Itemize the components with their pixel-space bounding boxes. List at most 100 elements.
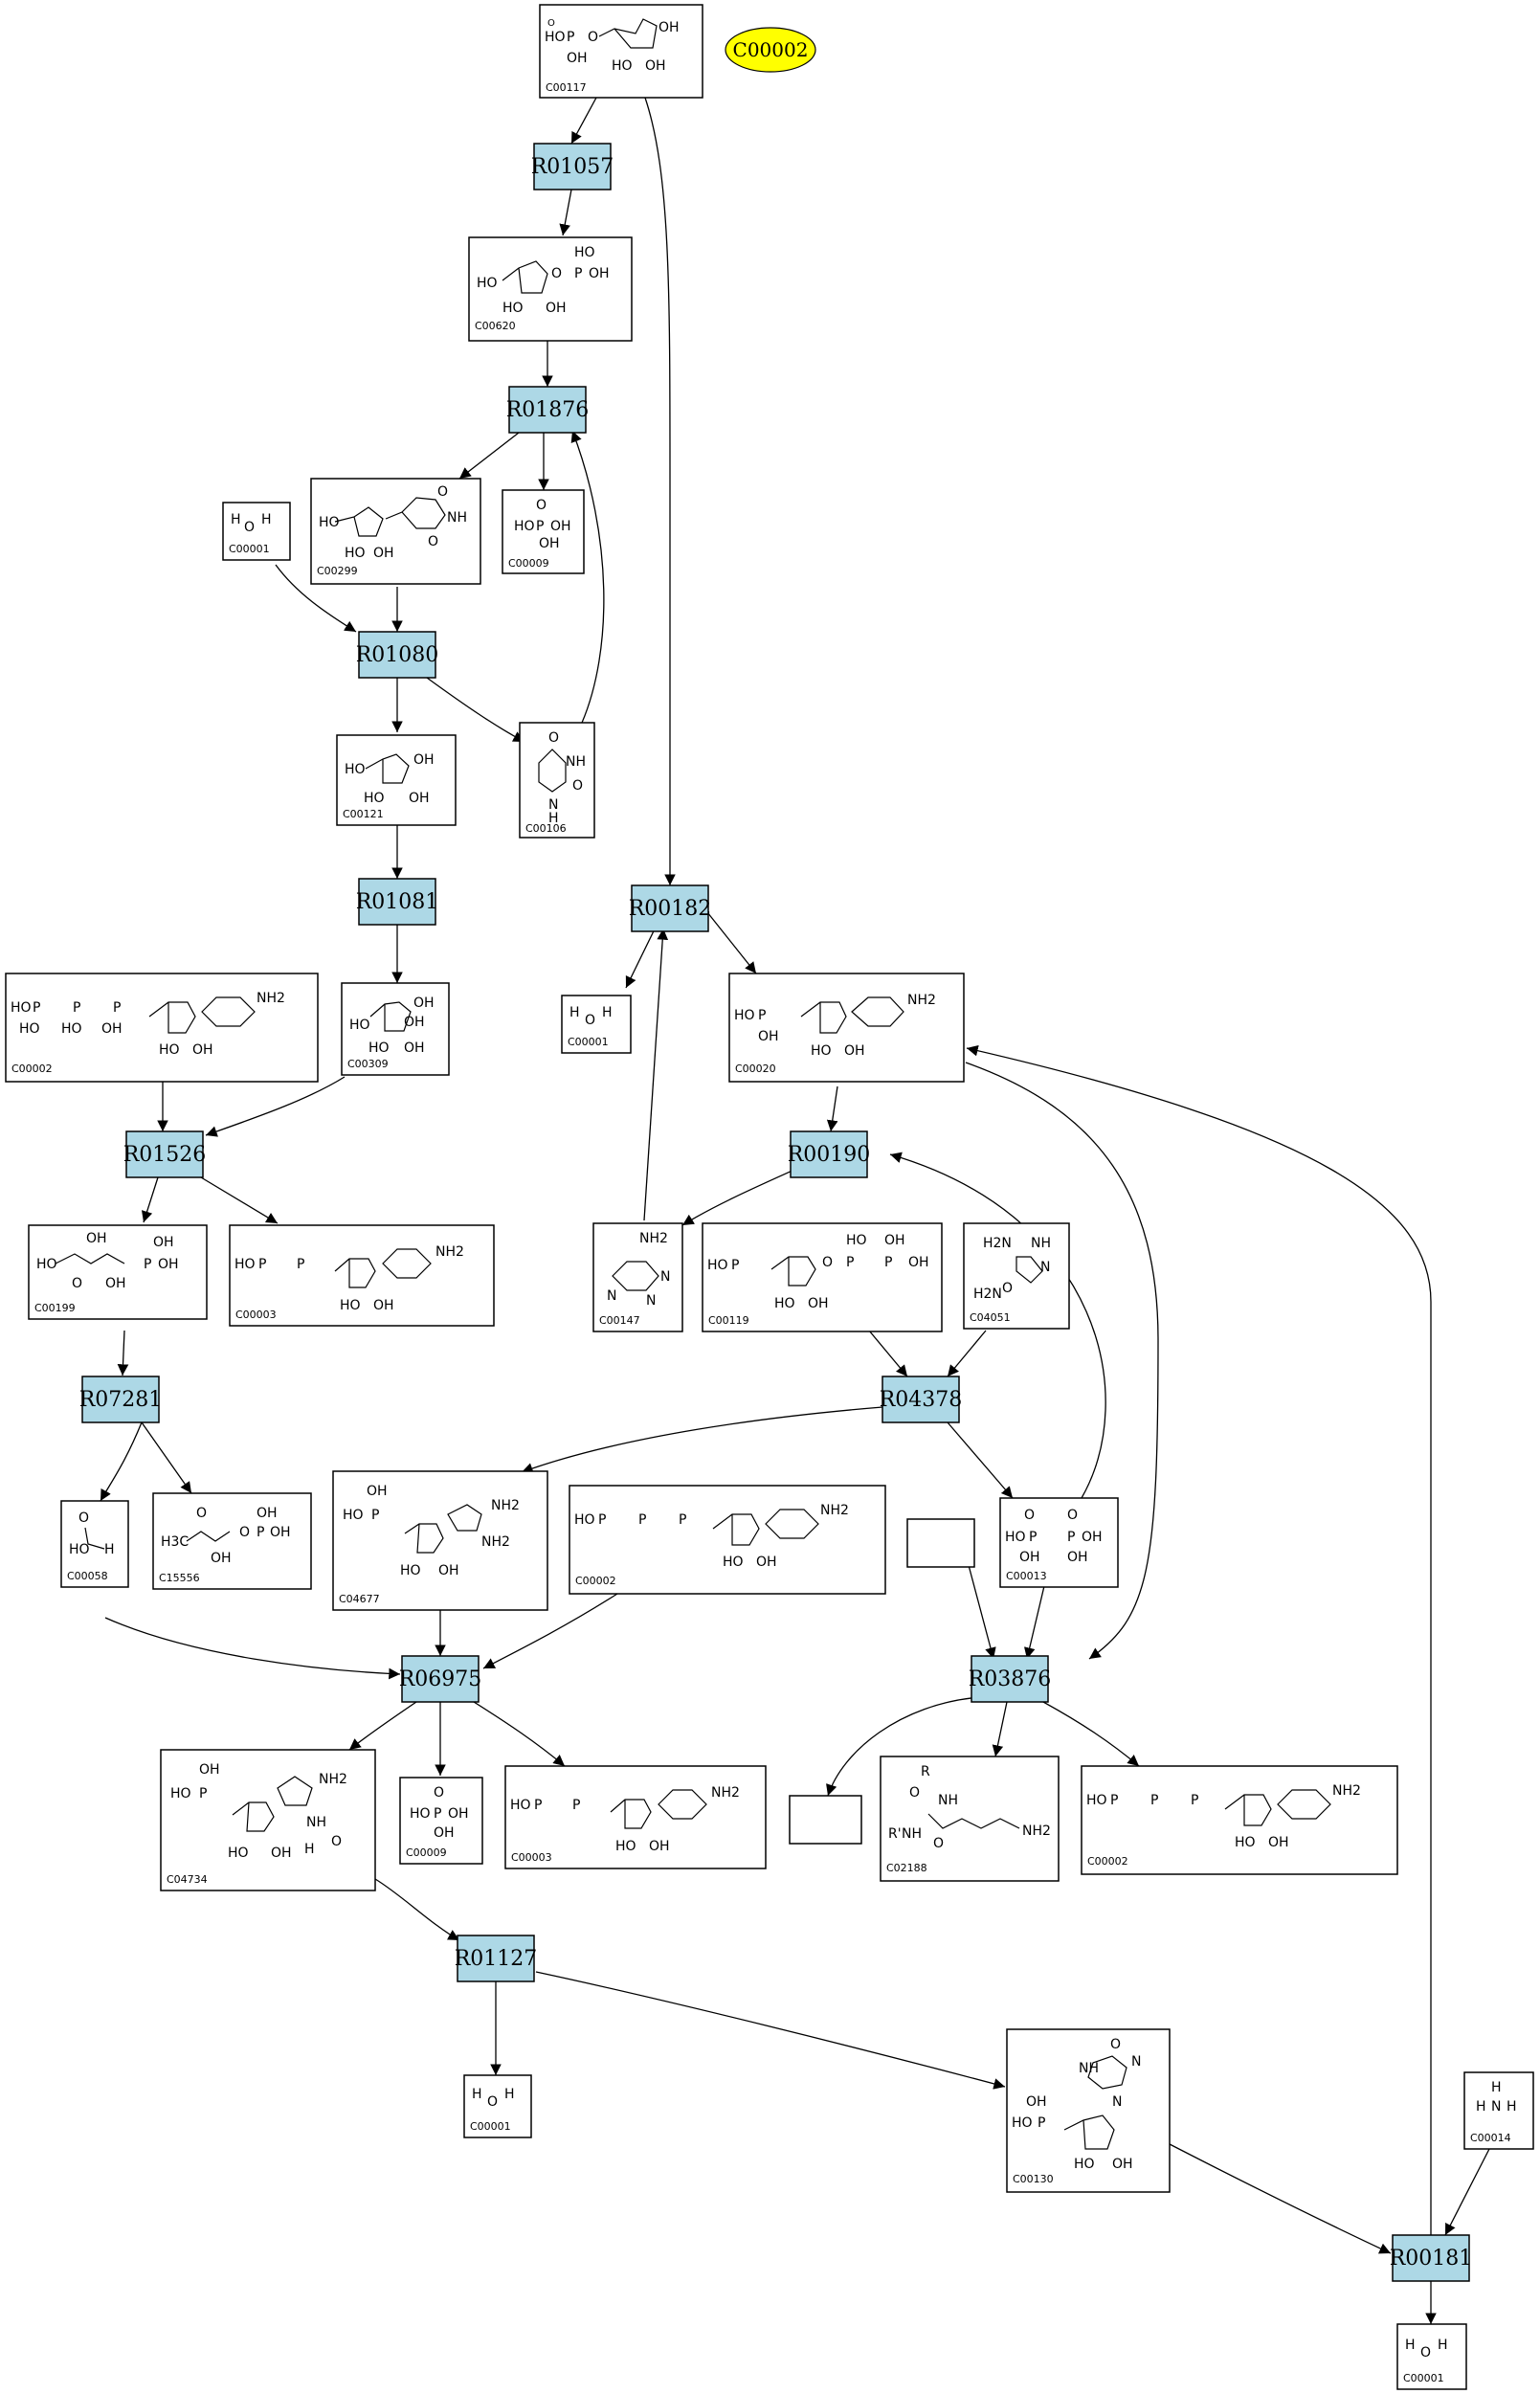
svg-text:H: H [1476, 2099, 1486, 2114]
reaction-R06975[interactable]: R06975 [399, 1655, 482, 1703]
compound-C00002[interactable]: HO P P P HO HO OH NH2 HO OH C00002 [5, 973, 319, 1083]
svg-text:H: H [569, 1005, 580, 1020]
svg-text:HO: HO [477, 276, 498, 291]
reaction-R01081[interactable]: R01081 [356, 878, 439, 926]
compound-id: C00013 [1006, 1570, 1047, 1582]
svg-text:P: P [434, 1806, 441, 1822]
svg-text:NH: NH [1079, 2061, 1099, 2076]
compound-C04677[interactable]: OH HO P NH2 NH2 HO OH C04677 [332, 1470, 548, 1611]
compound-C00002[interactable]: HO P P P NH2 HO OH C00002 [569, 1485, 886, 1595]
empty-compound[interactable] [789, 1795, 862, 1845]
edge [826, 1085, 838, 1132]
svg-text:O: O [331, 1834, 342, 1849]
empty-compound[interactable] [906, 1518, 975, 1568]
svg-text:OH: OH [658, 20, 680, 35]
svg-text:HO: HO [774, 1296, 795, 1311]
reaction-R00181[interactable]: R00181 [1390, 2234, 1473, 2282]
reaction-R07281[interactable]: R07281 [79, 1376, 163, 1423]
highlight-label: C00002 [733, 38, 809, 61]
compound-C02188[interactable]: R O NH NH2 R' NH O C02188 [880, 1756, 1060, 1882]
reaction-R01876[interactable]: R01876 [506, 386, 590, 434]
svg-text:OH: OH [158, 1257, 179, 1272]
svg-text:OH: OH [567, 51, 588, 66]
compound-C00121[interactable]: HO OH HO OH C00121 [336, 734, 457, 826]
reaction-R00190[interactable]: R00190 [788, 1130, 871, 1178]
structure: H O H [472, 2087, 515, 2110]
svg-text:HO: HO [349, 1018, 370, 1033]
compound-C04051[interactable]: H2N NH N O H2N C04051 [963, 1222, 1070, 1330]
compound-C00058[interactable]: O HO H C00058 [60, 1500, 129, 1588]
compound-C00003[interactable]: HO P P NH2 HO OH C00003 [504, 1765, 767, 1869]
structure: H2N NH N O H2N [973, 1236, 1051, 1302]
edge [348, 1701, 417, 1751]
compound-C00003[interactable]: HO P P NH2 HO OH C00003 [229, 1224, 495, 1327]
reaction-R00182[interactable]: R00182 [629, 884, 712, 932]
compound-C00001[interactable]: H O H C00001 [463, 2074, 532, 2138]
svg-text:OH: OH [153, 1235, 174, 1250]
svg-text:HO: HO [734, 1008, 755, 1023]
compound-C00020[interactable]: HO P OH NH2 HO OH C00020 [728, 973, 965, 1083]
svg-text:HO: HO [170, 1786, 191, 1801]
svg-text:H: H [504, 2087, 515, 2102]
svg-text:OH: OH [1026, 2094, 1047, 2110]
svg-text:OH: OH [649, 1839, 670, 1854]
compound-C00106[interactable]: O NH O N H C00106 [519, 722, 595, 839]
svg-text:OH: OH [645, 58, 666, 74]
edge [570, 430, 605, 724]
structure: O HO P OH O OH HO OH [545, 18, 680, 74]
compound-id: C00147 [599, 1314, 640, 1327]
svg-text:HO: HO [502, 301, 524, 316]
svg-text:P: P [73, 1000, 80, 1016]
compound-C00009[interactable]: O HO P OH OH C00009 [399, 1777, 483, 1865]
compound-C00620[interactable]: HO P OH O HO HO OH C00620 [468, 236, 633, 342]
structure: H O H [569, 1005, 613, 1028]
compound-C00309[interactable]: OH OH HO HO OH C00309 [341, 982, 450, 1076]
compound-id: C00001 [229, 543, 270, 555]
compound-C00001[interactable]: H O H C00001 [222, 502, 291, 561]
svg-text:OH: OH [211, 1551, 232, 1566]
compound-C00001[interactable]: H O H C00001 [1396, 2323, 1467, 2390]
svg-text:O: O [548, 730, 559, 746]
structure: O HO H [69, 1510, 115, 1557]
reaction-R01526[interactable]: R01526 [123, 1130, 207, 1178]
compound-C00299[interactable]: HO HO OH O NH O C00299 [310, 478, 481, 585]
reaction-R01057[interactable]: R01057 [531, 143, 614, 190]
svg-text:O: O [239, 1525, 250, 1540]
compound-C00002[interactable]: HO P P P NH2 HO OH C00002 [1081, 1765, 1398, 1875]
reaction-label: R01057 [531, 155, 614, 179]
reaction-R04378[interactable]: R04378 [880, 1376, 963, 1423]
compound-C04734[interactable]: OH HO P NH2 NH H O HO OH C04734 [160, 1749, 376, 1891]
structure: HO P P P HO HO OH NH2 HO OH [11, 991, 285, 1058]
svg-text:OH: OH [373, 1298, 394, 1313]
reaction-R03876[interactable]: R03876 [969, 1655, 1052, 1703]
svg-text:OH: OH [844, 1043, 865, 1059]
compound-C00001[interactable]: H O H C00001 [561, 995, 632, 1054]
structure: R O NH NH2 R' NH O [888, 1764, 1051, 1851]
compound-C00147[interactable]: NH2 N N N C00147 [592, 1222, 683, 1332]
svg-text:H2N: H2N [983, 1236, 1012, 1251]
edge [1042, 1701, 1140, 1767]
compound-C00117[interactable]: O HO P OH O OH HO OH C00117 [539, 4, 703, 99]
svg-text:H: H [472, 2087, 482, 2102]
highlight-node[interactable]: C00002 [725, 27, 816, 73]
compound-C00013[interactable]: O O HO P P OH OH OH C00013 [999, 1497, 1119, 1588]
structure: HO P P NH2 HO OH [234, 1244, 464, 1313]
svg-text:OH: OH [413, 752, 435, 768]
svg-text:O: O [585, 1013, 595, 1028]
compound-C00130[interactable]: O NH N N OH HO P HO OH C00130 [1006, 2028, 1171, 2193]
svg-text:OH: OH [192, 1042, 213, 1058]
svg-text:OH: OH [1112, 2157, 1133, 2172]
svg-text:HO: HO [340, 1298, 361, 1313]
svg-text:P: P [1150, 1793, 1158, 1808]
compound-C15556[interactable]: H3C O OH O P OH OH C15556 [152, 1492, 312, 1590]
compound-C00014[interactable]: H H N H C00014 [1463, 2071, 1534, 2150]
svg-text:P: P [884, 1255, 892, 1270]
compound-C00009[interactable]: O HO P OH OH C00009 [502, 489, 585, 574]
reaction-R01080[interactable]: R01080 [356, 631, 439, 679]
reaction-R01127[interactable]: R01127 [455, 1935, 538, 1982]
compound-C00119[interactable]: HO P O P P OH HO OH HO OH C00119 [702, 1222, 943, 1332]
structure: OH HO P NH2 NH2 HO OH [343, 1484, 520, 1578]
compound-C00199[interactable]: OH HO O OH P OH OH C00199 [28, 1224, 208, 1320]
svg-text:P: P [1067, 1530, 1075, 1545]
svg-text:OH: OH [756, 1555, 777, 1570]
